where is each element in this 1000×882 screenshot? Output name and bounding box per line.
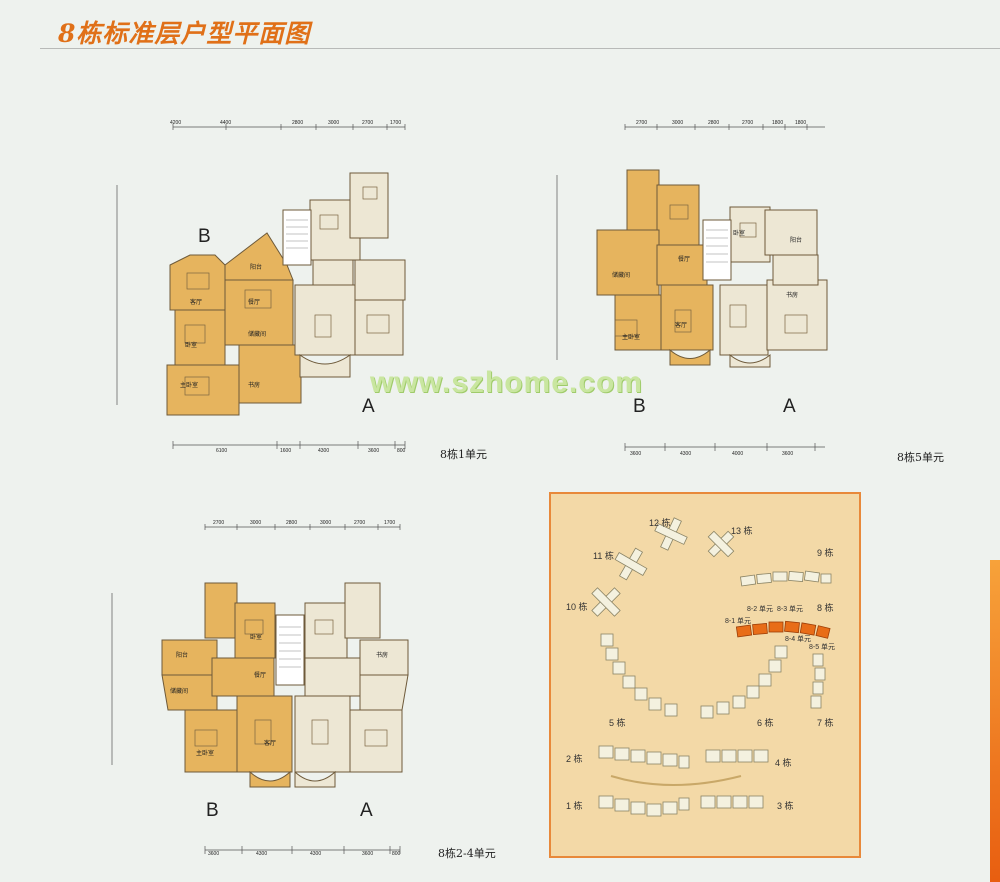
unit5-dim-top-4: 2700 bbox=[742, 120, 754, 126]
unit5-room-living: 客厅 bbox=[675, 323, 688, 329]
building-label-13: 13 栋 bbox=[731, 526, 753, 536]
unit24-room-dining: 餐厅 bbox=[254, 673, 267, 679]
unit5-room-dining: 餐厅 bbox=[678, 257, 691, 263]
unit1-room-balcony: 阳台 bbox=[250, 265, 263, 271]
floor-plan-unit1 bbox=[105, 115, 425, 465]
unit24-dim-top-6: 1700 bbox=[384, 520, 396, 526]
unit5-dim-bottom-4: 3600 bbox=[782, 451, 794, 457]
unit5-dim-bottom-2: 4300 bbox=[680, 451, 692, 457]
building-label-10: 10 栋 bbox=[566, 602, 588, 612]
unit5-room-balcony: 阳台 bbox=[790, 238, 803, 244]
unit5-dim-top-3: 2800 bbox=[708, 120, 720, 126]
building-label-7: 7 栋 bbox=[817, 718, 834, 728]
unit24-dim-top-4: 3000 bbox=[320, 520, 332, 526]
unit-label-8-4: 8-4 单元 bbox=[785, 636, 812, 643]
unit24-dim-top-1: 2700 bbox=[213, 520, 225, 526]
unit5-dim-top-2: 3000 bbox=[672, 120, 684, 126]
floor-plan-unit5 bbox=[545, 115, 845, 465]
unit5-dim-top-5: 1800 bbox=[772, 120, 784, 126]
building-label-12: 12 栋 bbox=[649, 518, 671, 528]
unit5-dim-top-6: 1800 bbox=[795, 120, 807, 126]
orange-edge-strip bbox=[990, 560, 1000, 882]
unit5-dim-top-1: 2700 bbox=[636, 120, 648, 126]
unit24-room-living: 客厅 bbox=[264, 741, 277, 747]
unit24-dim-bottom-2: 4300 bbox=[256, 851, 268, 857]
unit24-room-storage: 储藏间 bbox=[170, 689, 189, 695]
building-label-3: 3 栋 bbox=[777, 801, 794, 811]
building-label-6: 6 栋 bbox=[757, 718, 774, 728]
unit1-letter-b: B bbox=[198, 226, 211, 247]
unit24-dim-top-2: 3000 bbox=[250, 520, 262, 526]
unit1-dim-top-6: 1700 bbox=[390, 120, 402, 126]
unit1-room-study: 书房 bbox=[248, 383, 261, 389]
unit-label-8-1: 8-1 单元 bbox=[725, 618, 752, 625]
unit1-room-bedroom: 卧室 bbox=[185, 343, 198, 349]
unit1-dim-top-4: 3000 bbox=[328, 120, 340, 126]
unit24-caption: 8栋2-4单元 bbox=[438, 847, 496, 860]
building-label-11: 11 栋 bbox=[593, 551, 614, 561]
unit24-room-master: 主卧室 bbox=[196, 751, 215, 757]
unit1-room-storage: 储藏间 bbox=[248, 332, 267, 338]
unit24-room-bedroom: 卧室 bbox=[250, 635, 263, 641]
floor-plan-unit2-4 bbox=[100, 515, 420, 865]
title-divider bbox=[40, 48, 1000, 49]
unit1-dim-top-3: 2800 bbox=[292, 120, 304, 126]
unit1-letter-a: A bbox=[362, 396, 375, 417]
building-label-9: 9 栋 bbox=[817, 548, 834, 558]
unit1-dim-top-2: 4400 bbox=[220, 120, 232, 126]
unit24-dim-bottom-5: 800 bbox=[392, 851, 401, 857]
building-label-5: 5 栋 bbox=[609, 718, 626, 728]
unit-label-8-3: 8-3 单元 bbox=[777, 606, 804, 613]
page-title: 8栋标准层户型平面图 bbox=[58, 19, 311, 48]
unit1-dim-bottom-5: 800 bbox=[397, 448, 406, 454]
unit5-dim-bottom-1: 3600 bbox=[630, 451, 642, 457]
building-label-2: 2 栋 bbox=[566, 754, 583, 764]
unit1-room-master: 主卧室 bbox=[180, 383, 199, 389]
unit24-dim-top-3: 2800 bbox=[286, 520, 298, 526]
unit1-dim-bottom-4: 3600 bbox=[368, 448, 380, 454]
unit24-dim-bottom-1: 3600 bbox=[208, 851, 220, 857]
site-map: 12 栋 13 栋 11 栋 9 栋 10 栋 8 栋 5 栋 6 栋 7 栋 … bbox=[549, 492, 861, 858]
unit24-letter-a: A bbox=[360, 800, 373, 821]
unit24-room-study: 书房 bbox=[376, 653, 389, 659]
unit24-letter-b: B bbox=[206, 800, 219, 821]
unit1-dim-bottom-2: 1600 bbox=[280, 448, 292, 454]
unit5-room-storage: 储藏间 bbox=[612, 273, 631, 279]
unit1-room-dining: 餐厅 bbox=[248, 300, 261, 306]
building-label-1: 1 栋 bbox=[566, 801, 583, 811]
unit1-dim-top-1: 4200 bbox=[170, 120, 182, 126]
unit5-letter-b: B bbox=[633, 396, 646, 417]
unit24-dim-bottom-3: 4300 bbox=[310, 851, 322, 857]
unit5-dim-bottom-3: 4000 bbox=[732, 451, 744, 457]
unit5-room-study: 书房 bbox=[786, 293, 799, 299]
unit1-caption: 8栋1单元 bbox=[440, 448, 487, 461]
unit24-dim-top-5: 2700 bbox=[354, 520, 366, 526]
watermark-text: www.szhome.com bbox=[370, 366, 643, 399]
unit-label-8-2: 8-2 单元 bbox=[747, 606, 774, 613]
unit5-room-bedroom: 卧室 bbox=[733, 231, 746, 237]
unit1-dim-top-5: 2700 bbox=[362, 120, 374, 126]
unit-label-8-5: 8-5 单元 bbox=[809, 644, 836, 651]
unit24-room-balcony: 阳台 bbox=[176, 653, 189, 659]
unit1-dim-bottom-1: 6100 bbox=[216, 448, 228, 454]
unit24-dim-bottom-4: 3600 bbox=[362, 851, 374, 857]
building-label-4: 4 栋 bbox=[775, 758, 792, 768]
unit1-room-living: 客厅 bbox=[190, 300, 203, 306]
unit5-letter-a: A bbox=[783, 396, 796, 417]
unit1-dim-bottom-3: 4300 bbox=[318, 448, 330, 454]
unit5-room-master: 主卧室 bbox=[622, 335, 641, 341]
building-label-8: 8 栋 bbox=[817, 603, 834, 613]
unit5-caption: 8栋5单元 bbox=[897, 451, 944, 464]
